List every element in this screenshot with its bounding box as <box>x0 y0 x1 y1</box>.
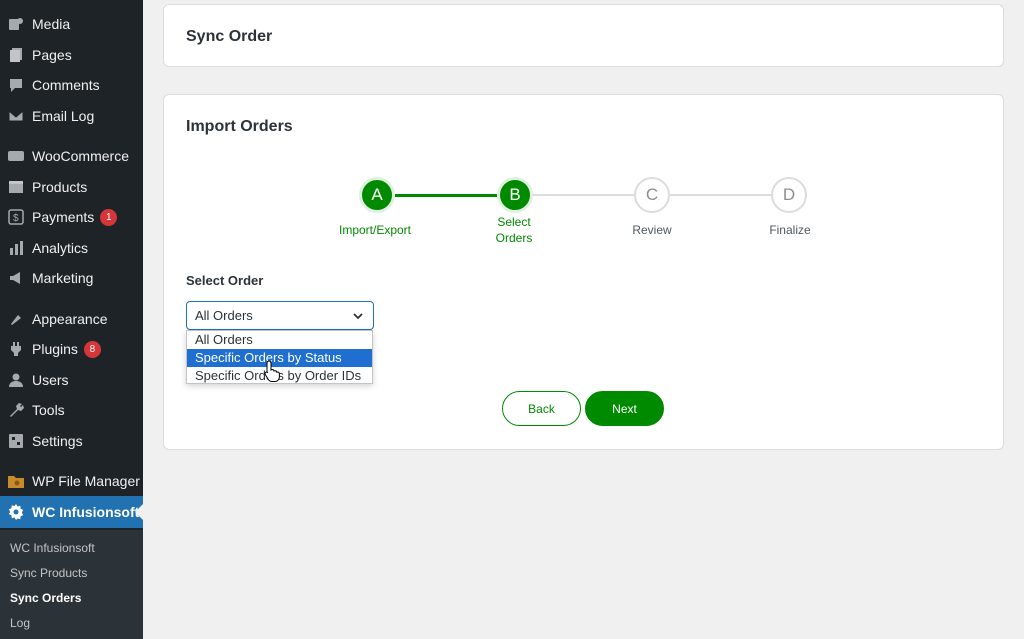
sidebar-item-plugins[interactable]: Plugins 8 <box>0 334 143 364</box>
step-a-label: Import/Export <box>338 223 412 237</box>
email-icon <box>8 108 24 124</box>
sidebar-item-label: WooCommerce <box>32 148 129 164</box>
sidebar-item-payments[interactable]: $ Payments 1 <box>0 202 143 232</box>
step-b-label-line1: Select <box>497 215 531 229</box>
sidebar-item-label: Users <box>32 372 69 388</box>
sidebar-item-tools[interactable]: Tools <box>0 395 143 425</box>
pages-icon <box>8 47 24 63</box>
comments-icon <box>8 77 24 93</box>
sidebar-item-products[interactable]: Products <box>0 172 143 202</box>
sidebar-item-label: Products <box>32 179 88 195</box>
step-connector <box>670 194 772 196</box>
marketing-icon <box>8 270 24 286</box>
sidebar-item-label: Tools <box>32 402 65 418</box>
select-order-dropdown[interactable]: All Orders <box>186 301 374 330</box>
sidebar-item-label: WC Infusionsoft <box>32 504 140 520</box>
sidebar-item-label: Payments <box>32 209 95 225</box>
sidebar-item-wc-infusionsoft[interactable]: WC Infusionsoft <box>0 496 143 528</box>
back-button[interactable]: Back <box>502 391 581 426</box>
payments-count-badge: 1 <box>100 208 118 226</box>
step-c-label: Review <box>632 223 672 237</box>
sidebar-item-woocommerce[interactable]: WooCommerce <box>0 141 143 171</box>
step-c-circle: C <box>634 177 670 213</box>
current-menu-arrow <box>135 504 143 520</box>
sidebar-item-label: Plugins <box>32 341 78 357</box>
sidebar-item-email-log[interactable]: Email Log <box>0 101 143 131</box>
gear-icon <box>8 504 24 520</box>
submenu-item-wc-infusionsoft[interactable]: WC Infusionsoft <box>10 541 95 555</box>
sidebar-item-appearance[interactable]: Appearance <box>0 304 143 334</box>
settings-icon <box>8 433 24 449</box>
appearance-icon <box>8 311 24 327</box>
plugins-count-badge: 8 <box>83 340 101 358</box>
submenu-item-log[interactable]: Log <box>10 616 31 630</box>
sidebar-item-settings[interactable]: Settings <box>0 426 143 456</box>
sidebar-item-label: Comments <box>32 77 100 93</box>
svg-text:$: $ <box>13 213 19 224</box>
sync-order-header-card: Sync Order <box>163 4 1004 67</box>
plugins-icon <box>8 341 24 357</box>
sidebar-item-pages[interactable]: Pages <box>0 40 143 70</box>
analytics-icon <box>8 240 24 256</box>
products-icon <box>8 179 24 195</box>
submenu-item-sync-orders[interactable]: Sync Orders <box>10 591 82 605</box>
sidebar-item-label: Analytics <box>32 240 89 256</box>
tools-icon <box>8 402 24 418</box>
submenu: WC Infusionsoft Sync Products Sync Order… <box>0 530 143 639</box>
sidebar-item-label: WP File Manager <box>32 473 140 489</box>
select-order-label: Select Order <box>186 273 264 288</box>
sidebar-item-label: Pages <box>32 47 72 63</box>
users-icon <box>8 372 24 388</box>
option-all-orders[interactable]: All Orders <box>195 332 253 347</box>
woocommerce-icon <box>8 148 24 164</box>
sidebar-item-users[interactable]: Users <box>0 365 143 395</box>
next-button[interactable]: Next <box>585 391 664 426</box>
select-current-value: All Orders <box>195 308 253 323</box>
page-title: Sync Order <box>186 28 273 45</box>
sidebar-item-label: Settings <box>32 433 83 449</box>
step-b-label-line2: Orders <box>495 231 533 245</box>
step-connector <box>533 194 635 196</box>
import-orders-card: Import Orders <box>163 94 1004 450</box>
step-b-circle: B <box>497 177 533 213</box>
hand-cursor-icon <box>264 360 280 382</box>
sidebar-item-wp-file-manager[interactable]: WP File Manager <box>0 466 143 496</box>
sidebar-item-label: Appearance <box>32 311 108 327</box>
step-d-label: Finalize <box>769 223 811 237</box>
step-a-circle: A <box>359 177 395 213</box>
sidebar-item-label: Marketing <box>32 270 94 286</box>
file-manager-icon <box>8 473 24 489</box>
sidebar-item-label: Media <box>32 16 71 32</box>
sidebar-item-comments[interactable]: Comments <box>0 70 143 100</box>
submenu-item-sync-products[interactable]: Sync Products <box>10 566 88 580</box>
sidebar-item-analytics[interactable]: Analytics <box>0 233 143 263</box>
admin-sidebar: Media Pages Comments Email Log WooCommer… <box>0 0 143 639</box>
option-orders-by-status[interactable]: Specific Orders by Status <box>187 349 372 367</box>
media-icon <box>8 16 24 32</box>
card-title: Import Orders <box>186 118 293 135</box>
sidebar-item-media[interactable]: Media <box>0 9 143 39</box>
step-connector-done <box>395 194 497 197</box>
step-d-circle: D <box>771 177 807 213</box>
sidebar-item-marketing[interactable]: Marketing <box>0 263 143 293</box>
chevron-down-icon <box>353 313 363 320</box>
sidebar-item-label: Email Log <box>32 108 95 124</box>
payments-icon: $ <box>8 209 24 225</box>
